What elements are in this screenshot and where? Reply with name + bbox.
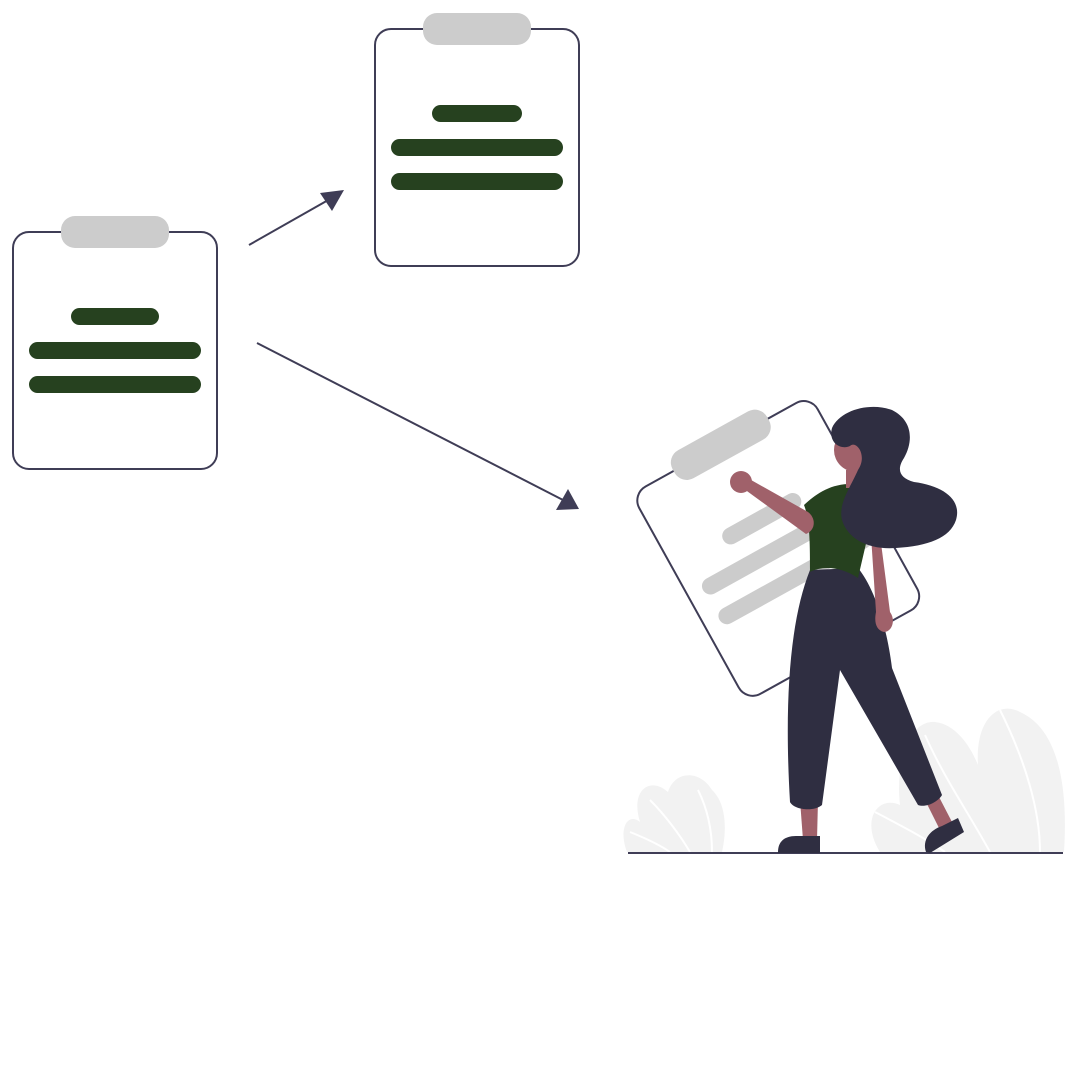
source-clipboard [12, 216, 218, 470]
text-line-short [432, 105, 522, 122]
arrow-icon [256, 342, 579, 510]
clipboard-clip [670, 409, 771, 480]
leaf-icon [623, 775, 725, 853]
text-line [29, 342, 201, 359]
text-line-short [71, 308, 159, 325]
text-line [391, 173, 563, 190]
woman-holding-clipboard [730, 406, 964, 853]
arrow-icon [248, 190, 344, 246]
copied-clipboard [374, 13, 580, 267]
clipboard-clip [423, 13, 531, 45]
text-line [391, 139, 563, 156]
clipboard-clip [61, 216, 169, 248]
text-line [29, 376, 201, 393]
